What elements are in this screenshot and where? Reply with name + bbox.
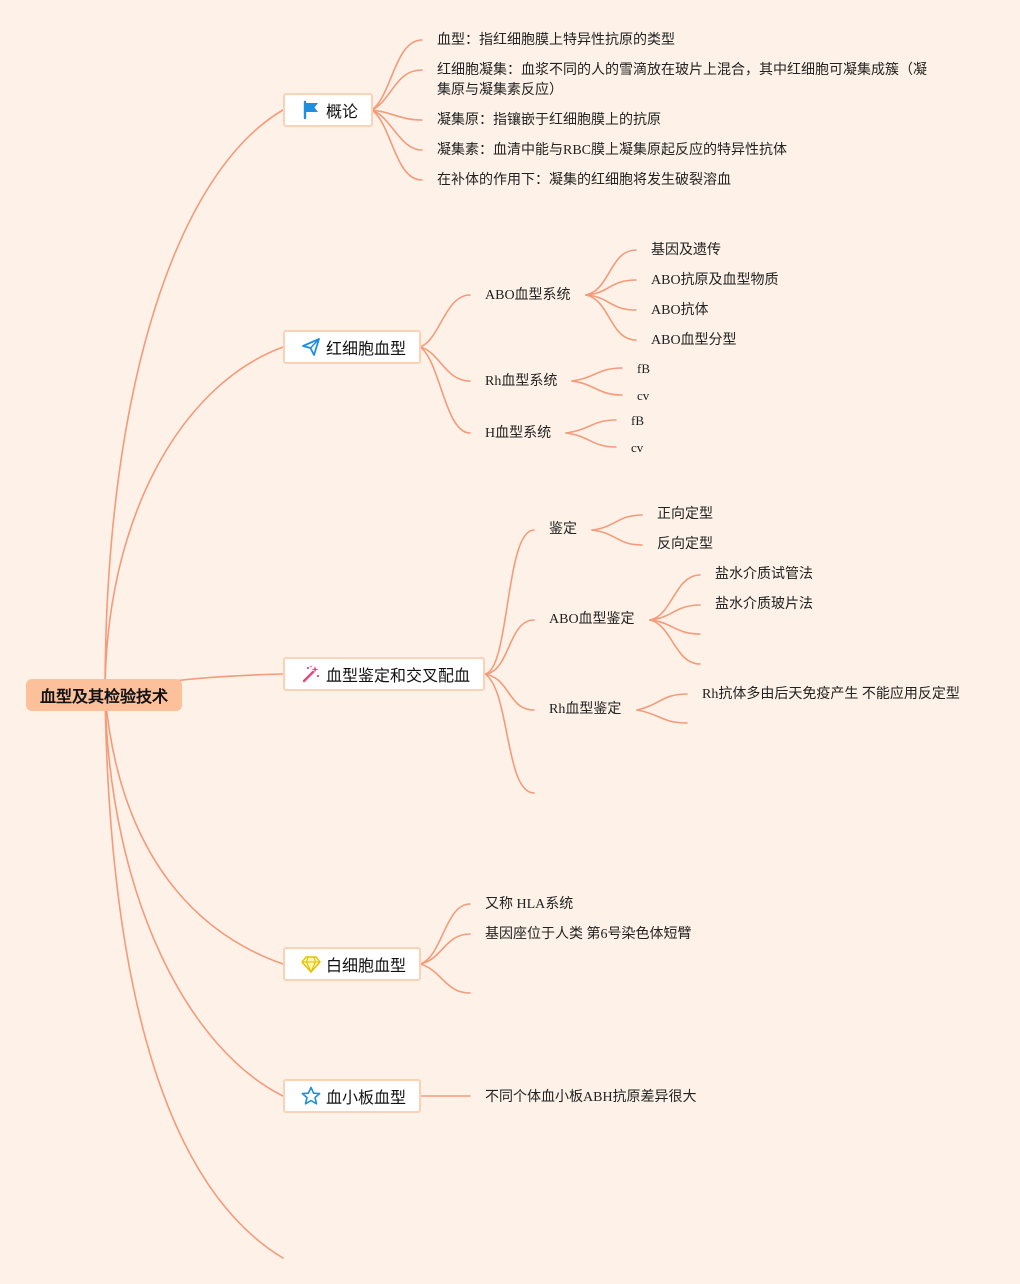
wbc-item-1[interactable]: 又称 HLA系统 [485, 897, 574, 912]
topic-overview-label: 概论 [326, 102, 359, 121]
overview-item-2[interactable]: 红细胞凝集：血浆不同的人的雪滴放在玻片上混合，其中红细胞可凝集成簇（凝集原与凝集… [437, 63, 927, 98]
overview-item-3[interactable]: 凝集原：指镶嵌于红细胞膜上的抗原 [437, 113, 661, 128]
branch-root-empty [104, 694, 284, 1259]
topic-platelet-blood-group[interactable]: 血小板血型 [283, 1079, 421, 1113]
abo-item-3[interactable]: ABO抗体 [651, 303, 709, 318]
root-topic[interactable]: 血型及其检验技术 [26, 679, 182, 711]
abo-item-4[interactable]: ABO血型分型 [651, 333, 737, 348]
topic-wbc-blood-group[interactable]: 白细胞血型 [283, 947, 421, 981]
identify-item-1[interactable]: 正向定型 [657, 507, 713, 522]
h-item-2[interactable]: cv [631, 440, 644, 455]
abo-item-2[interactable]: ABO抗原及血型物质 [651, 273, 779, 288]
rh-identify-subtopic[interactable]: Rh血型鉴定 [549, 702, 622, 717]
rh-item-1[interactable]: fB [637, 361, 650, 376]
topic-rbc-blood-group[interactable]: 红细胞血型 [283, 330, 421, 364]
branch-root-wbc [104, 694, 284, 965]
overview-item-1[interactable]: 血型：指红细胞膜上特异性抗原的类型 [437, 33, 675, 48]
overview-item-5[interactable]: 在补体的作用下：凝集的红细胞将发生破裂溶血 [437, 173, 731, 188]
abo-item-1[interactable]: 基因及遗传 [651, 243, 721, 258]
topic-overview[interactable]: 概论 [283, 93, 373, 127]
wbc-item-2[interactable]: 基因座位于人类 第6号染色体短臂 [485, 927, 692, 942]
identify-item-2[interactable]: 反向定型 [657, 537, 713, 552]
overview-item-4[interactable]: 凝集素：血清中能与RBC膜上凝集原起反应的特异性抗体 [437, 143, 788, 158]
abo-identify-subtopic[interactable]: ABO血型鉴定 [549, 612, 635, 627]
star-icon [301, 1086, 321, 1106]
topic-wbc-label: 白细胞血型 [326, 956, 407, 975]
identify-subtopic[interactable]: 鉴定 [549, 522, 577, 537]
abo-identify-item-1[interactable]: 盐水介质试管法 [715, 567, 813, 582]
topic-crossmatch[interactable]: 血型鉴定和交叉配血 [283, 657, 485, 691]
rh-item-2[interactable]: cv [637, 388, 650, 403]
rh-system[interactable]: Rh血型系统 [485, 374, 558, 389]
magic-wand-icon [301, 664, 321, 684]
topic-rbc-label: 红细胞血型 [326, 339, 407, 358]
platelet-item-1[interactable]: 不同个体血小板ABH抗原差异很大 [485, 1090, 697, 1105]
flag-icon [301, 100, 321, 120]
h-item-1[interactable]: fB [631, 413, 644, 428]
topic-crossmatch-label: 血型鉴定和交叉配血 [326, 666, 471, 685]
paper-plane-icon [301, 337, 321, 357]
branch-root-rbc [104, 346, 284, 696]
abo-system[interactable]: ABO血型系统 [485, 288, 571, 303]
branch-root-overview [104, 109, 284, 696]
branch-root-platelet [104, 694, 284, 1097]
diamond-icon [301, 954, 321, 974]
abo-identify-item-2[interactable]: 盐水介质玻片法 [715, 597, 813, 612]
root-label: 血型及其检验技术 [39, 687, 168, 706]
topic-platelet-label: 血小板血型 [326, 1088, 407, 1107]
rh-identify-item-1[interactable]: Rh抗体多由后天免疫产生 不能应用反定型 [702, 687, 960, 702]
h-system[interactable]: H血型系统 [485, 426, 552, 441]
